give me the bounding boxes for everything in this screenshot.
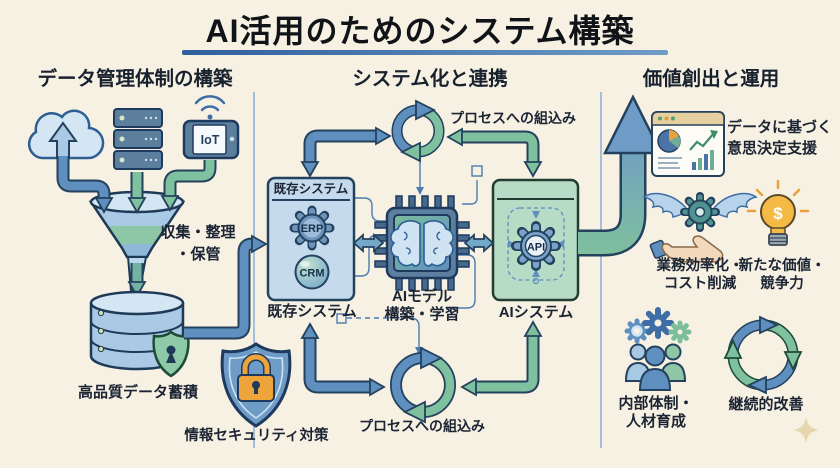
ai-model-caption-line2: 構築・学習 <box>384 306 460 323</box>
aisystem-topcycle-arrow <box>446 127 543 178</box>
ai-chip-icon <box>374 195 470 291</box>
page-title: AI活用のためのシステム構築 <box>205 13 635 49</box>
database-caption: 高品質データ蓄積 <box>77 384 198 401</box>
collect-caption-line2: ・保管 <box>175 246 221 263</box>
api-label: API <box>527 242 545 254</box>
chip-aisystem-connector <box>463 232 495 254</box>
legacy-system-box: ERP CRM <box>266 176 356 302</box>
api-gear-icon <box>511 221 561 271</box>
ai-system-box: API <box>491 178 580 302</box>
decision-caption-line1: データに基づく <box>727 119 833 136</box>
erp-gear-icon <box>289 205 335 251</box>
erp-label: ERP <box>301 223 324 235</box>
process-bottom-caption: プロセスへの組込み <box>359 418 485 434</box>
new-value-caption-line2: 競争力 <box>760 276 804 292</box>
legacy-caption: 既存システム <box>267 303 357 320</box>
crm-sphere-icon <box>294 254 330 290</box>
dashboard-icon <box>651 111 725 177</box>
internal-caption-line2: 人材育成 <box>625 413 686 430</box>
improvement-caption: 継続的改善 <box>728 396 804 413</box>
aisystem-bottomcycle-arrow <box>460 320 543 397</box>
process-cycle-bottom-icon <box>390 346 456 424</box>
funnel-to-database-arrow <box>127 263 147 298</box>
brain-icon <box>390 220 454 267</box>
server-to-funnel-arrow <box>127 172 147 214</box>
cloud-icon <box>27 109 105 160</box>
efficiency-caption-line1: 業務効率化・ <box>656 258 744 274</box>
iot-label: IoT <box>201 133 220 147</box>
value-flow-arrow <box>578 94 664 257</box>
ai-model-caption-line1: AIモデル <box>391 288 452 305</box>
crm-label: CRM <box>299 268 324 280</box>
section-header-data-management: データ管理体制の構築 <box>37 68 233 90</box>
efficiency-caption-line2: コスト削減 <box>663 276 737 292</box>
internal-caption-line1: 内部体制・ <box>618 395 694 412</box>
decision-caption-line2: 意思決定支援 <box>727 140 818 157</box>
dollar-sign: $ <box>773 204 783 223</box>
ai-system-caption: AIシステム <box>498 304 574 321</box>
data-lock-shield-icon <box>152 330 190 378</box>
legacy-box-header: 既存システム <box>273 182 349 196</box>
legacy-chip-connector <box>352 232 385 254</box>
sparkle-icon <box>793 417 819 443</box>
section-header-systemization: システム化と連携 <box>352 68 508 90</box>
title-underline <box>182 50 668 55</box>
new-value-caption-line1: 新たな価値・ <box>738 258 826 274</box>
iot-device-icon <box>182 95 240 160</box>
server-icon <box>113 108 163 170</box>
continuous-improvement-cycle-icon <box>723 315 803 395</box>
legacy-bottomcycle-arrow <box>300 322 386 397</box>
winged-gear-hand-icon <box>642 192 758 263</box>
dollar-bulb-icon <box>746 179 810 246</box>
process-top-caption: プロセスへの組込み <box>450 110 576 126</box>
cloud-to-funnel-arrow <box>56 156 114 214</box>
iot-to-funnel-arrow <box>160 160 217 212</box>
team-gears-icon <box>624 307 692 391</box>
section-header-value-creation: 価値創出と運用 <box>642 68 780 90</box>
collect-caption-line1: 収集・整理 <box>160 224 236 241</box>
security-shield-icon <box>220 342 292 428</box>
trace-arrowhead <box>416 187 424 195</box>
process-cycle-top-icon <box>391 99 445 163</box>
legacy-topcycle-arrow <box>300 126 392 178</box>
database-to-legacy-arrow <box>184 234 268 340</box>
security-caption: 情報セキュリティ対策 <box>184 428 329 444</box>
